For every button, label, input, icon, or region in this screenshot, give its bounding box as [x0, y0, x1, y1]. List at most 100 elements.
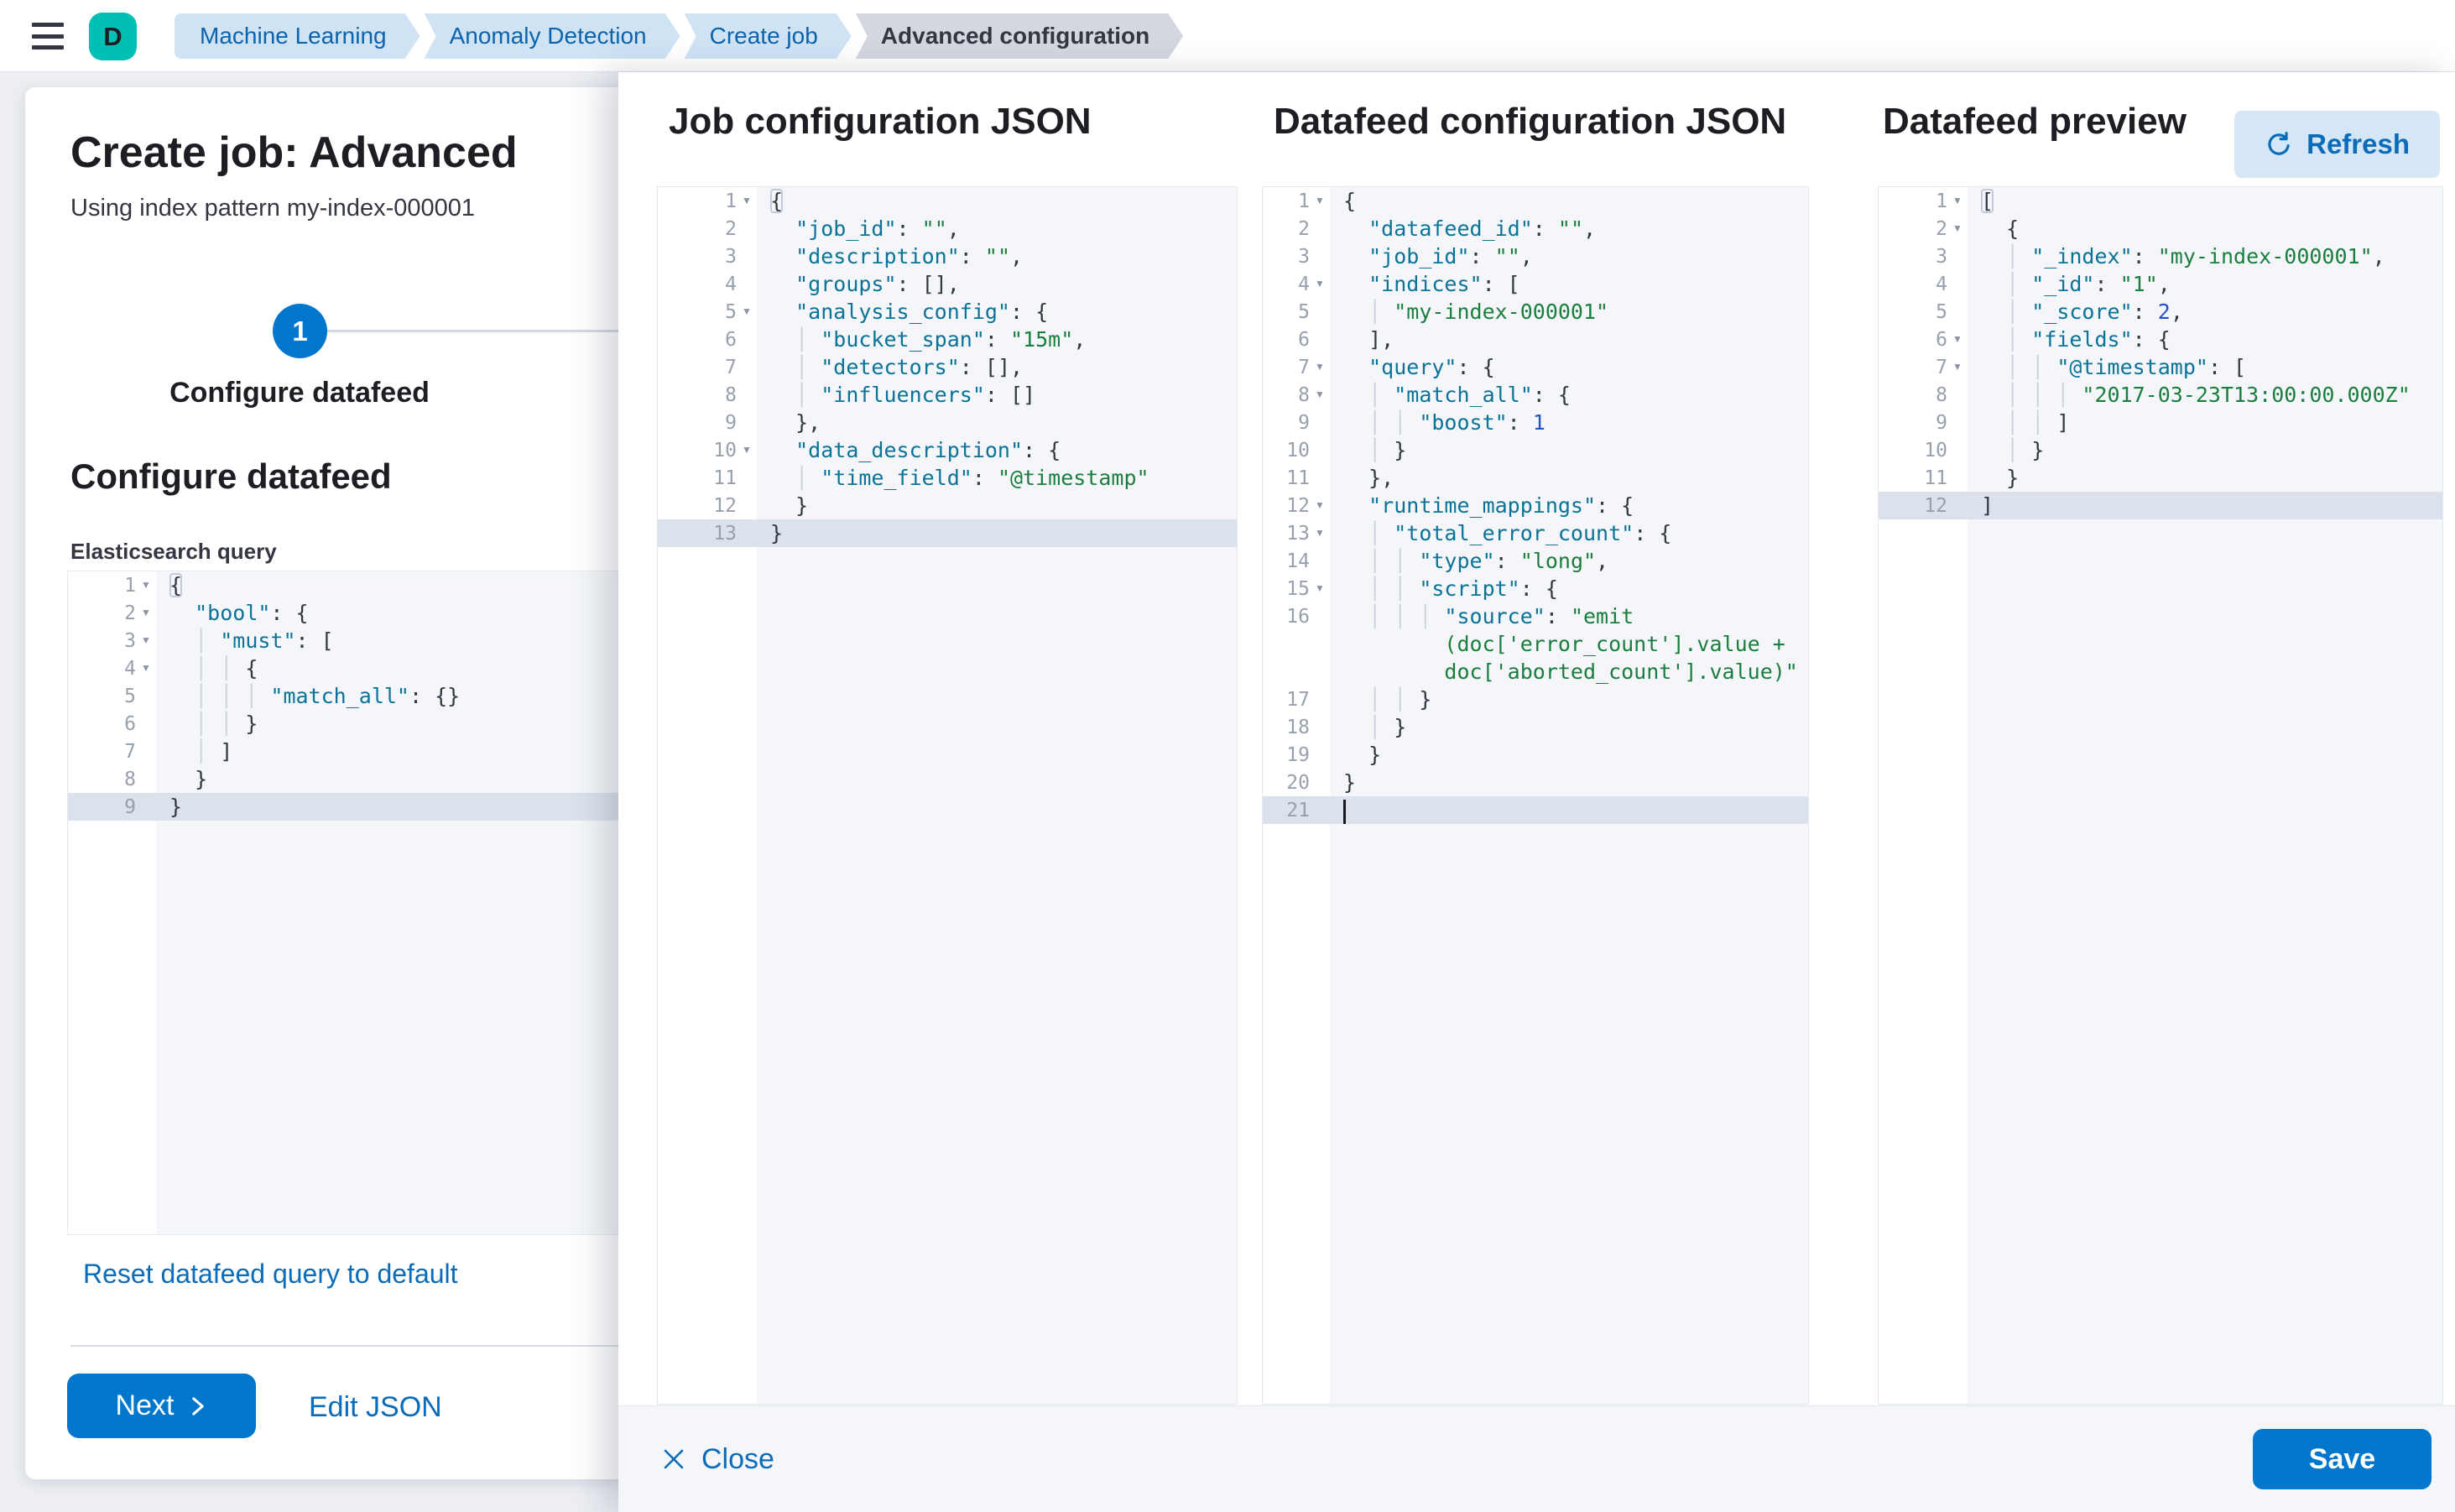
code-text: "bool": {	[195, 601, 309, 625]
code-line[interactable]: 10▼ "data_description": {	[658, 436, 1237, 464]
next-button[interactable]: Next	[67, 1374, 256, 1438]
code-line[interactable]: 3▼ │ "must": [	[68, 627, 623, 654]
code-line[interactable]: 1▼{	[658, 187, 1237, 215]
fold-arrow-icon[interactable]: ▼	[1315, 195, 1325, 206]
edit-json-link[interactable]: Edit JSON	[309, 1391, 442, 1423]
code-text: {	[770, 189, 784, 213]
code-line[interactable]: 7▼ "query": {	[1263, 353, 1808, 381]
fold-arrow-icon[interactable]: ▼	[1315, 388, 1325, 400]
code-line[interactable]: 12▼ "runtime_mappings": {	[1263, 492, 1808, 519]
code-line[interactable]: 7 │ ]	[68, 738, 623, 765]
step-1-indicator[interactable]: 1	[273, 304, 327, 358]
code-line[interactable]: 12 }	[658, 492, 1237, 519]
reset-datafeed-query-link[interactable]: Reset datafeed query to default	[83, 1259, 458, 1289]
code-line[interactable]: 2 "datafeed_id": "",	[1263, 215, 1808, 242]
fold-arrow-icon[interactable]: ▼	[141, 607, 151, 618]
fold-arrow-icon[interactable]: ▼	[141, 634, 151, 646]
code-line[interactable]: 7 │ "detectors": [],	[658, 353, 1237, 381]
code-line[interactable]: doc['aborted_count'].value)"	[1263, 658, 1808, 686]
code-line[interactable]: 3 │ "_index": "my-index-000001",	[1879, 242, 2442, 270]
code-line[interactable]: 18 │ }	[1263, 713, 1808, 741]
code-line[interactable]: 20}	[1263, 769, 1808, 796]
code-line[interactable]: 5 │ │ │ "match_all": {}	[68, 682, 623, 710]
code-line[interactable]: 9 │ │ "boost": 1	[1263, 409, 1808, 436]
code-line[interactable]: 9 │ │ ]	[1879, 409, 2442, 436]
code-line[interactable]: 10 │ }	[1263, 436, 1808, 464]
code-line[interactable]: 4▼ │ │ {	[68, 654, 623, 682]
code-line[interactable]: 6 ],	[1263, 326, 1808, 353]
fold-arrow-icon[interactable]: ▼	[1315, 582, 1325, 594]
fold-arrow-icon[interactable]: ▼	[1315, 361, 1325, 373]
fold-arrow-icon[interactable]: ▼	[1952, 361, 1962, 373]
code-line[interactable]: 4 "groups": [],	[658, 270, 1237, 298]
code-line[interactable]: 8▼ │ "match_all": {	[1263, 381, 1808, 409]
refresh-button[interactable]: Refresh	[2234, 111, 2440, 178]
close-button[interactable]: Close	[661, 1406, 774, 1512]
code-line[interactable]: 5 │ "_score": 2,	[1879, 298, 2442, 326]
datafeed-preview-editor[interactable]: 1▼[2▼ {3 │ "_index": "my-index-000001",4…	[1878, 186, 2443, 1405]
code-line[interactable]: 17 │ │ }	[1263, 686, 1808, 713]
code-line[interactable]: 1▼{	[68, 571, 623, 599]
code-line[interactable]: 8 │ "influencers": []	[658, 381, 1237, 409]
code-line[interactable]: 11 │ "time_field": "@timestamp"	[658, 464, 1237, 492]
line-number: 15	[1286, 577, 1310, 600]
code-line[interactable]: 6 │ "bucket_span": "15m",	[658, 326, 1237, 353]
code-line[interactable]: 3 "job_id": "",	[1263, 242, 1808, 270]
code-line[interactable]: 1▼{	[1263, 187, 1808, 215]
line-number: 7	[1936, 356, 1947, 378]
breadcrumb-machine-learning[interactable]: Machine Learning	[175, 13, 420, 59]
line-number: 5	[1298, 300, 1310, 323]
code-line[interactable]: 21	[1263, 796, 1808, 824]
fold-arrow-icon[interactable]: ▼	[1315, 527, 1325, 539]
fold-arrow-icon[interactable]: ▼	[742, 444, 752, 456]
code-line[interactable]: 2▼ {	[1879, 215, 2442, 242]
code-line[interactable]: 6▼ │ "fields": {	[1879, 326, 2442, 353]
elasticsearch-query-editor[interactable]: 1▼{2▼ "bool": {3▼ │ "must": [4▼ │ │ {5 │…	[67, 571, 624, 1235]
code-line[interactable]: 2▼ "bool": {	[68, 599, 623, 627]
breadcrumb-anomaly-detection[interactable]: Anomaly Detection	[425, 13, 680, 59]
code-line[interactable]: 10 │ }	[1879, 436, 2442, 464]
fold-arrow-icon[interactable]: ▼	[1952, 333, 1962, 345]
code-line[interactable]: 11 }	[1879, 464, 2442, 492]
job-configuration-editor[interactable]: 1▼{2 "job_id": "",3 "description": "",4 …	[657, 186, 1238, 1405]
fold-arrow-icon[interactable]: ▼	[141, 579, 151, 591]
code-line[interactable]: 1▼[	[1879, 187, 2442, 215]
code-line[interactable]: 14 │ │ "type": "long",	[1263, 547, 1808, 575]
code-line[interactable]: 4▼ "indices": [	[1263, 270, 1808, 298]
fold-arrow-icon[interactable]: ▼	[141, 662, 151, 674]
line-number: 18	[1286, 716, 1310, 738]
code-line[interactable]: 13}	[658, 519, 1237, 547]
code-line[interactable]: 19 }	[1263, 741, 1808, 769]
code-line[interactable]: 3 "description": "",	[658, 242, 1237, 270]
code-line[interactable]: 7▼ │ │ "@timestamp": [	[1879, 353, 2442, 381]
fold-arrow-icon[interactable]: ▼	[742, 195, 752, 206]
code-text: │ "total_error_count": {	[1343, 521, 1672, 545]
code-line[interactable]: 2 "job_id": "",	[658, 215, 1237, 242]
code-line[interactable]: 9 },	[658, 409, 1237, 436]
code-line[interactable]: 8 }	[68, 765, 623, 793]
fold-arrow-icon[interactable]: ▼	[742, 305, 752, 317]
code-line[interactable]: 5 │ "my-index-000001"	[1263, 298, 1808, 326]
breadcrumb-create-job[interactable]: Create job	[685, 13, 852, 59]
fold-arrow-icon[interactable]: ▼	[1315, 499, 1325, 511]
code-line[interactable]: 12]	[1879, 492, 2442, 519]
fold-arrow-icon[interactable]: ▼	[1952, 195, 1962, 206]
code-line[interactable]: 11 },	[1263, 464, 1808, 492]
code-line[interactable]: 15▼ │ │ "script": {	[1263, 575, 1808, 602]
fold-arrow-icon[interactable]: ▼	[1315, 278, 1325, 289]
save-button[interactable]: Save	[2253, 1429, 2432, 1489]
code-line[interactable]: 8 │ │ │ "2017-03-23T13:00:00.000Z"	[1879, 381, 2442, 409]
line-number: 17	[1286, 688, 1310, 711]
code-text: }	[169, 795, 183, 819]
code-line[interactable]: 13▼ │ "total_error_count": {	[1263, 519, 1808, 547]
datafeed-configuration-editor[interactable]: 1▼{2 "datafeed_id": "",3 "job_id": "",4▼…	[1262, 186, 1809, 1405]
code-line[interactable]: 6 │ │ }	[68, 710, 623, 738]
code-line[interactable]: 4 │ "_id": "1",	[1879, 270, 2442, 298]
code-line[interactable]: 16 │ │ │ "source": "emit	[1263, 602, 1808, 630]
fold-arrow-icon[interactable]: ▼	[1952, 222, 1962, 234]
avatar[interactable]: D	[89, 13, 137, 60]
menu-icon[interactable]	[32, 23, 64, 50]
code-line[interactable]: 5▼ "analysis_config": {	[658, 298, 1237, 326]
code-line[interactable]: 9}	[68, 793, 623, 821]
code-line[interactable]: (doc['error_count'].value +	[1263, 630, 1808, 658]
